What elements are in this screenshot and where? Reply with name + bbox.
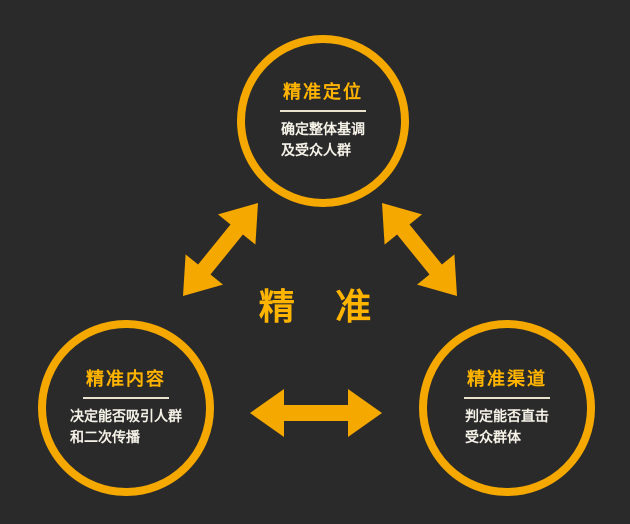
- double-arrow-top-left-icon: [183, 203, 258, 296]
- node-content-title: 精准内容: [86, 368, 166, 390]
- node-content-subtitle-line2: 和二次传播: [70, 429, 140, 446]
- node-content-subtitle-line1: 决定能否吸引人群: [70, 408, 182, 425]
- double-arrow-top-right-icon: [382, 203, 457, 296]
- node-content-underline: [83, 396, 169, 399]
- center-label: 精 准: [258, 287, 386, 328]
- double-arrow-horizontal-icon: [250, 389, 382, 437]
- node-channel-title: 精准渠道: [467, 368, 547, 390]
- node-channel: 精准渠道 判定能否直击 受众群体: [419, 320, 595, 496]
- node-channel-underline: [464, 396, 550, 399]
- node-positioning-subtitle-line2: 及受众人群: [281, 142, 351, 159]
- node-content-subtitle: 决定能否吸引人群 和二次传播: [70, 407, 182, 449]
- node-positioning-underline: [280, 109, 366, 112]
- node-content: 精准内容 决定能否吸引人群 和二次传播: [38, 320, 214, 496]
- node-positioning-subtitle-line1: 确定整体基调: [281, 121, 365, 138]
- node-positioning: 精准定位 确定整体基调 及受众人群: [237, 35, 409, 207]
- node-positioning-title: 精准定位: [283, 81, 363, 103]
- node-positioning-subtitle: 确定整体基调 及受众人群: [281, 120, 365, 162]
- node-channel-subtitle-line2: 受众群体: [465, 429, 521, 446]
- node-channel-subtitle-line1: 判定能否直击: [465, 408, 549, 425]
- node-channel-subtitle: 判定能否直击 受众群体: [465, 407, 549, 449]
